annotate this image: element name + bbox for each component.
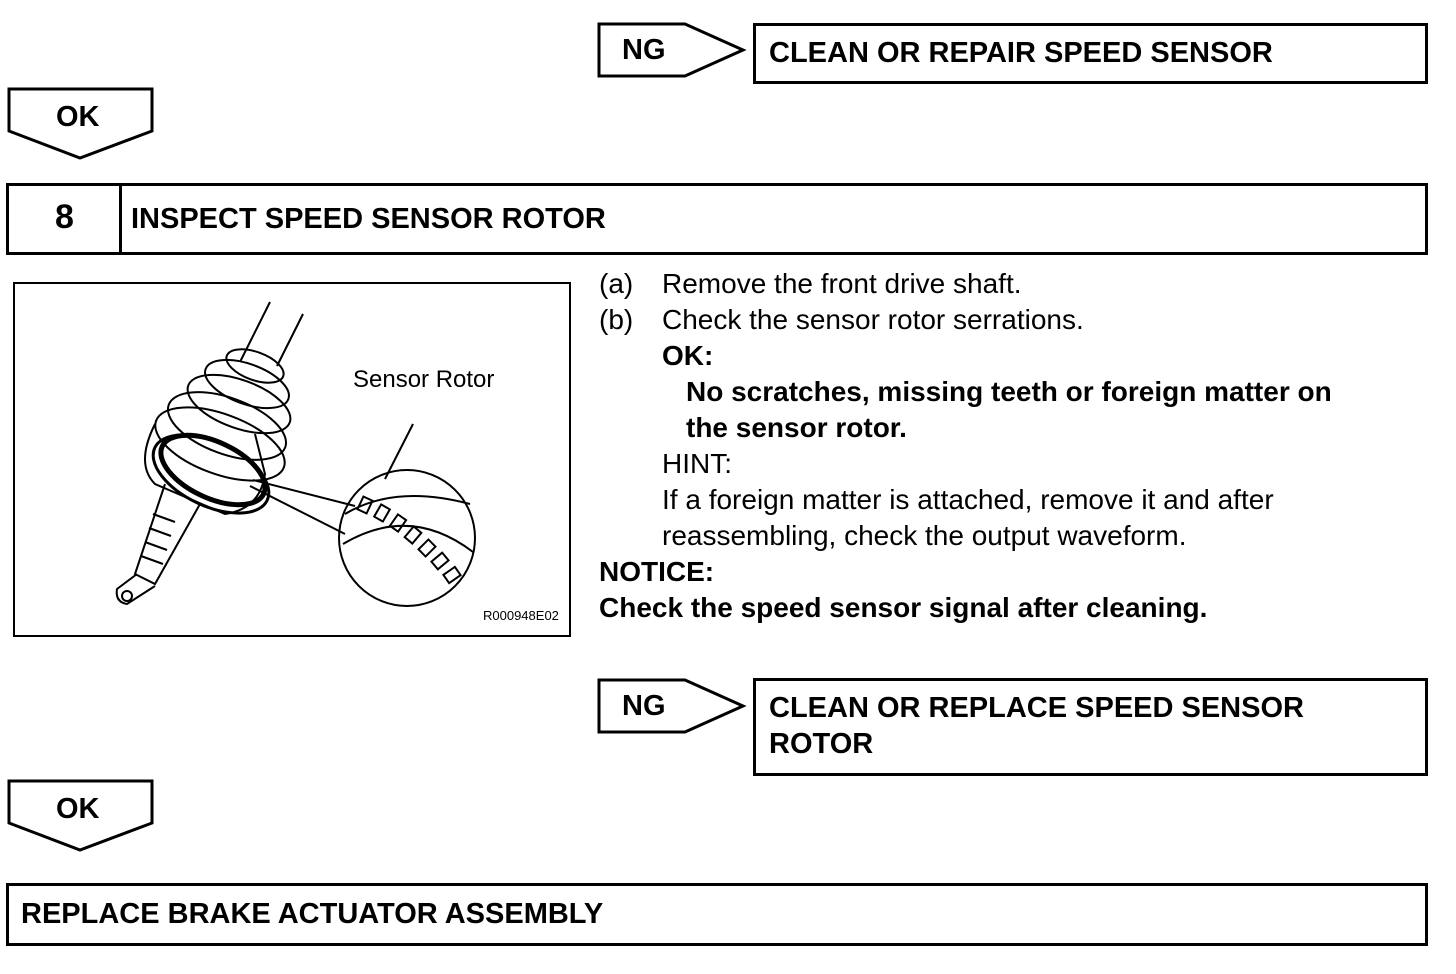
ng-label-1: NG [622, 34, 666, 66]
ng-arrow-2 [597, 678, 747, 734]
hint-line2: reassembling, check the output waveform. [662, 520, 1187, 551]
step-header: 8 INSPECT SPEED SENSOR ROTOR [6, 183, 1428, 255]
ok-criteria-line1: No scratches, missing teeth or foreign m… [686, 376, 1332, 407]
final-action-text: REPLACE BRAKE ACTUATOR ASSEMBLY [21, 898, 604, 930]
step-title: INSPECT SPEED SENSOR ROTOR [131, 203, 606, 235]
ng-result-box-1: CLEAN OR REPAIR SPEED SENSOR [753, 23, 1428, 84]
ok-criteria-label: OK: [662, 340, 714, 371]
ok-label-1: OK [56, 101, 100, 133]
hint-label: HINT: [662, 448, 732, 479]
figure-frame: Sensor Rotor R000948E02 [13, 282, 571, 637]
ok-label-2: OK [56, 793, 100, 825]
notice-text: Check the speed sensor signal after clea… [599, 592, 1208, 623]
figure-code: R000948E02 [483, 608, 559, 623]
ok-arrow-1 [7, 87, 154, 160]
step-b-marker: (b) [599, 304, 634, 335]
hint-line1: If a foreign matter is attached, remove … [662, 484, 1274, 515]
ng-result-2-line1: CLEAN OR REPLACE SPEED SENSOR [769, 692, 1304, 724]
step-b-text: Check the sensor rotor serrations. [662, 304, 1084, 335]
step-a-text: Remove the front drive shaft. [662, 268, 1022, 299]
step-a-marker: (a) [599, 268, 634, 299]
ng-result-box-2: CLEAN OR REPLACE SPEED SENSOR ROTOR [753, 678, 1428, 776]
final-action-box: REPLACE BRAKE ACTUATOR ASSEMBLY [6, 883, 1428, 946]
ng-arrow-1 [597, 22, 747, 78]
drive-shaft-illustration [115, 301, 476, 607]
step-number: 8 [55, 198, 74, 236]
ng-result-1: CLEAN OR REPAIR SPEED SENSOR [769, 37, 1273, 69]
ng-label-2: NG [622, 690, 666, 722]
step-number-cell: 8 [9, 186, 122, 252]
ok-criteria-line2: the sensor rotor. [686, 412, 907, 443]
sensor-rotor-callout: Sensor Rotor [353, 366, 495, 393]
ng-result-2-line2: ROTOR [769, 728, 874, 760]
ok-arrow-2 [7, 779, 154, 852]
notice-label: NOTICE: [599, 556, 715, 587]
